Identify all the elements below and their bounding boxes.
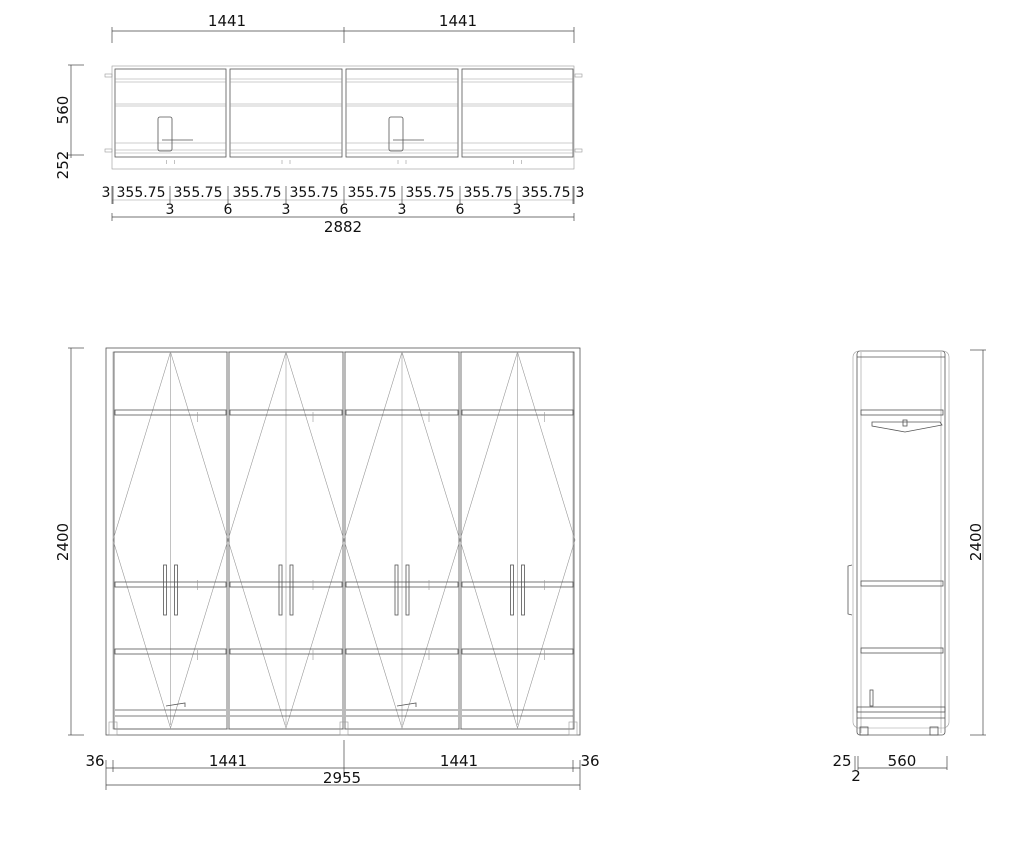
shelf bbox=[461, 409, 574, 416]
lock-handle bbox=[157, 116, 173, 152]
plan-section bbox=[229, 68, 343, 158]
gap-dim-5: 6 bbox=[456, 202, 465, 218]
door-handle bbox=[521, 564, 525, 616]
shelf bbox=[229, 648, 343, 655]
dim-2: 2 bbox=[851, 767, 861, 785]
door-swing-diamond bbox=[459, 350, 576, 730]
front-cabinet-outline bbox=[105, 347, 581, 736]
dim-25: 25 bbox=[832, 752, 851, 770]
dim-2955: 2955 bbox=[323, 769, 361, 787]
side-door-handle bbox=[847, 564, 853, 616]
front-height-dimension: 2400 bbox=[54, 347, 84, 736]
dim-252: 252 bbox=[54, 151, 72, 180]
plan-cabinet-outline bbox=[104, 65, 583, 170]
door-handle bbox=[510, 564, 514, 616]
dim-2400-side: 2400 bbox=[967, 523, 985, 561]
front-elevation: 2400 36 1441 1441 36 2955 bbox=[54, 347, 600, 790]
dim-2882: 2882 bbox=[324, 218, 362, 236]
shelf bbox=[229, 409, 343, 416]
gap-dim-6: 3 bbox=[513, 202, 522, 218]
side-cabinet-outline bbox=[847, 350, 950, 736]
segment-dim-6: 355.75 bbox=[406, 185, 455, 201]
drawing-line bbox=[108, 721, 118, 736]
door-handle bbox=[163, 564, 167, 616]
segment-dim-3: 355.75 bbox=[233, 185, 282, 201]
shelf bbox=[229, 581, 343, 588]
door-handle bbox=[174, 564, 178, 616]
segment-dim-0: 3 bbox=[102, 185, 111, 201]
dim-1441-front-left: 1441 bbox=[209, 752, 247, 770]
door-swing-diamond bbox=[112, 350, 229, 730]
drawing-line bbox=[104, 73, 113, 78]
drawing-line bbox=[574, 73, 583, 78]
shelf bbox=[114, 409, 227, 416]
foot-lever bbox=[396, 702, 417, 707]
door-swing-diamond bbox=[343, 350, 461, 730]
plan-top-dimension: 1441 1441 bbox=[111, 12, 575, 43]
front-bottom-dimension: 36 1441 1441 36 2955 bbox=[85, 740, 600, 790]
gap-dim-0: 3 bbox=[166, 202, 175, 218]
gap-dim-2: 3 bbox=[282, 202, 291, 218]
gap-dim-4: 3 bbox=[398, 202, 407, 218]
side-elevation: 2400 25 2 560 bbox=[832, 349, 986, 785]
drawing-line bbox=[111, 65, 575, 170]
segment-dim-2: 355.75 bbox=[174, 185, 223, 201]
lock-handle bbox=[388, 116, 404, 152]
shelf bbox=[345, 648, 459, 655]
segment-dim-4: 355.75 bbox=[290, 185, 339, 201]
dim-1441-left: 1441 bbox=[208, 12, 246, 30]
segment-dim-7: 355.75 bbox=[464, 185, 513, 201]
dim-1441-right: 1441 bbox=[439, 12, 477, 30]
door-handle bbox=[278, 564, 283, 616]
segment-dim-8: 355.75 bbox=[522, 185, 571, 201]
plan-left-dimension: 560 252 bbox=[54, 64, 84, 180]
door-handle bbox=[394, 564, 399, 616]
dim-560-side: 560 bbox=[888, 752, 917, 770]
dim-560: 560 bbox=[54, 96, 72, 125]
segment-dim-9: 3 bbox=[576, 185, 585, 201]
drawing-line bbox=[339, 721, 349, 736]
plan-section bbox=[114, 68, 227, 158]
shelf bbox=[114, 648, 227, 655]
drawing-line bbox=[574, 148, 583, 153]
shelf bbox=[345, 581, 459, 588]
dim-36-left: 36 bbox=[85, 752, 104, 770]
plan-section bbox=[461, 68, 574, 158]
gap-dim-3: 6 bbox=[340, 202, 349, 218]
dim-1441-front-right: 1441 bbox=[440, 752, 478, 770]
door-handle bbox=[289, 564, 294, 616]
foot-lever bbox=[165, 702, 186, 707]
dim-2400-front: 2400 bbox=[54, 523, 72, 561]
door-handle bbox=[405, 564, 410, 616]
drawing-line bbox=[568, 721, 578, 736]
side-bottom-dimension: 25 2 560 bbox=[832, 752, 948, 785]
shelf bbox=[114, 581, 227, 588]
drawing-line bbox=[104, 148, 113, 153]
plan-section bbox=[345, 68, 459, 158]
segment-dim-1: 355.75 bbox=[117, 185, 166, 201]
segment-dim-5: 355.75 bbox=[348, 185, 397, 201]
shelf bbox=[461, 648, 574, 655]
dim-36-right: 36 bbox=[580, 752, 599, 770]
side-height-dimension: 2400 bbox=[967, 349, 986, 736]
shelf bbox=[345, 409, 459, 416]
shelf bbox=[461, 581, 574, 588]
door-swing-diamond bbox=[227, 350, 345, 730]
gap-dim-1: 6 bbox=[224, 202, 233, 218]
